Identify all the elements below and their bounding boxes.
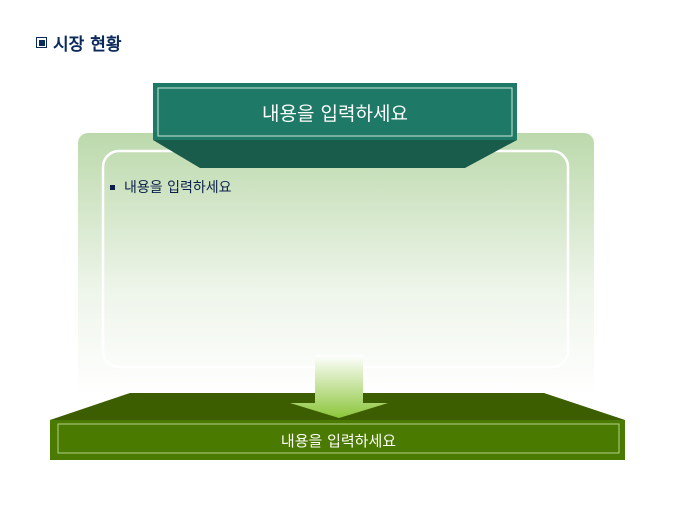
list-item-text: 내용을 입력하세요: [124, 180, 232, 196]
top-banner-shadow: [153, 140, 517, 168]
square-bullet-icon: [36, 37, 47, 48]
bottom-box-label: 내용을 입력하세요: [280, 432, 397, 450]
page-title: 시장 현황: [36, 30, 121, 55]
top-banner-border: [157, 87, 513, 137]
bullet-icon: [110, 184, 115, 190]
page-title-text: 시장 현황: [53, 35, 122, 55]
list-item: 내용을 입력하세요: [110, 177, 232, 197]
background-panel: [78, 133, 594, 395]
down-arrow-icon: [290, 355, 388, 418]
bottom-platform-border: [57, 423, 620, 454]
top-box-label: 내용을 입력하세요: [262, 103, 408, 125]
top-banner: [153, 83, 517, 140]
